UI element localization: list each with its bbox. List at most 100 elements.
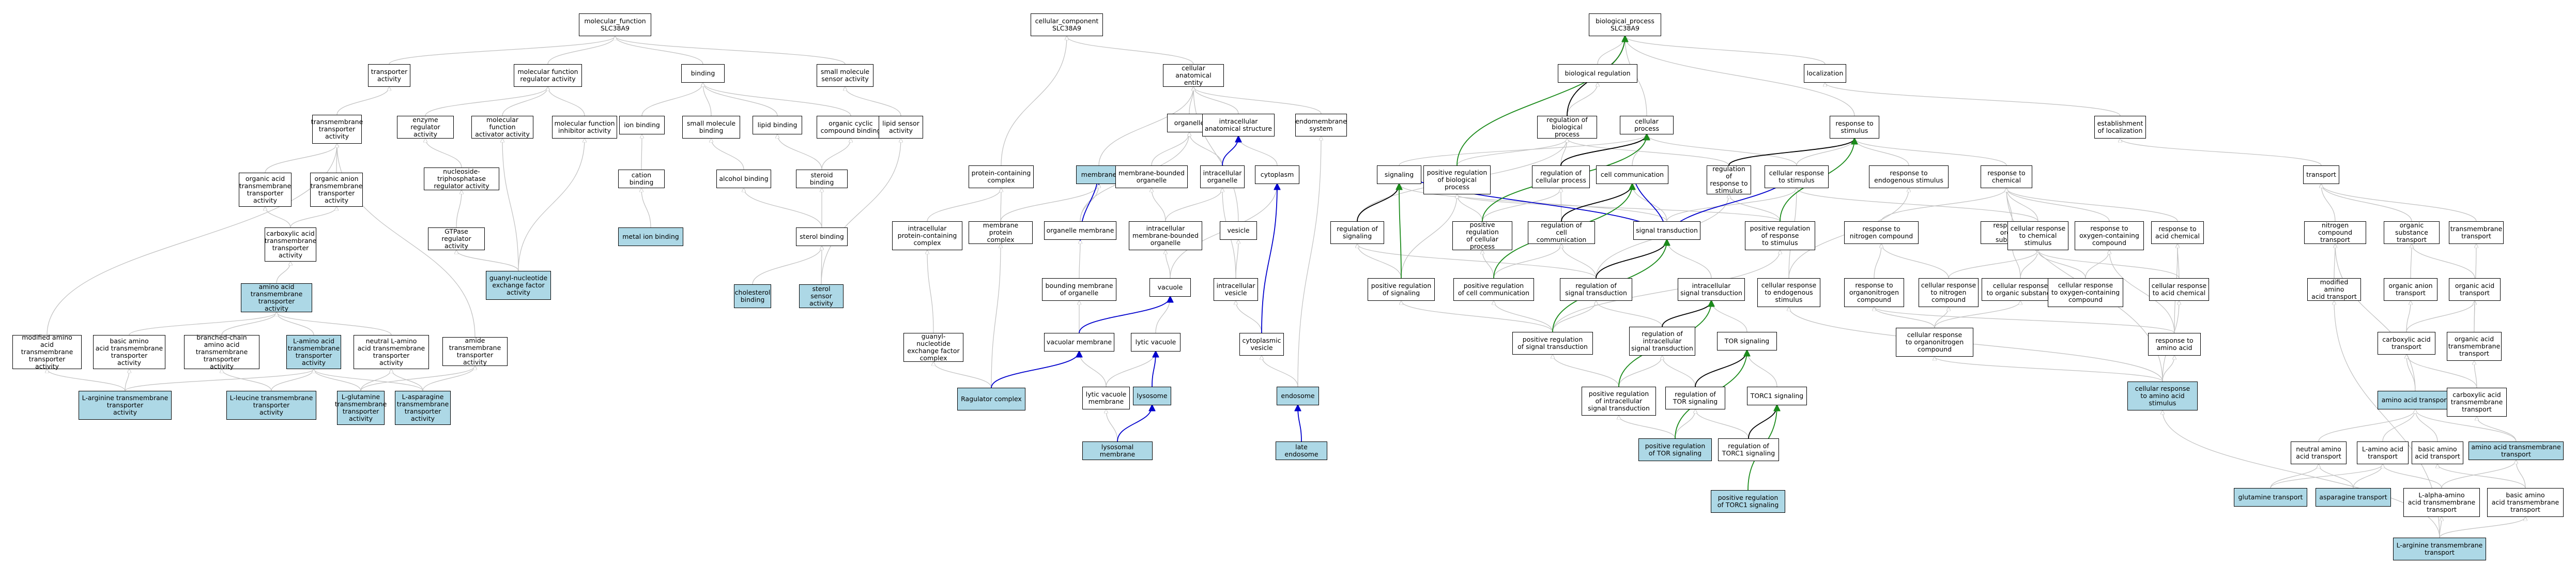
- relation-edge: [1825, 83, 2121, 116]
- go-term-node: intracellular vesicle: [1214, 278, 1258, 301]
- relation-edge: [1874, 307, 2175, 333]
- relation-edge: [1874, 307, 1935, 328]
- go-term-node: regulation of TORC1 signaling: [1718, 438, 1779, 461]
- relation-edge: [502, 87, 548, 116]
- relation-edge: [129, 312, 277, 336]
- relation-edge: [1625, 36, 1826, 65]
- relation-edge: [1079, 240, 1080, 279]
- go-term-node: metal ion binding: [618, 227, 683, 246]
- go-term-node: cation binding: [618, 170, 665, 188]
- relation-edge: [1189, 132, 1223, 166]
- go-term-node: sterol sensor activity: [799, 284, 844, 308]
- go-term-node: regulation of TOR signaling: [1665, 387, 1725, 409]
- relation-edge: [991, 352, 1079, 388]
- relation-edge: [615, 36, 703, 65]
- go-term-node: endomembrane system: [1295, 114, 1347, 136]
- go-term-node: cellular response to stimulus: [1765, 165, 1829, 188]
- relation-edge: [277, 312, 392, 336]
- go-term-node: intracellular membrane-bounded organelle: [1129, 221, 1202, 250]
- relation-edge: [1948, 250, 2038, 279]
- go-term-node: protein-containing complex: [969, 165, 1034, 188]
- relation-edge: [1729, 194, 1781, 222]
- go-term-node: organic acid transport: [2449, 278, 2501, 301]
- relation-edge: [1106, 409, 1118, 442]
- go-term-node: response to oxygen-containing compound: [2075, 221, 2144, 250]
- relation-edge: [933, 362, 992, 388]
- relation-edge: [927, 188, 1001, 222]
- relation-edge: [821, 246, 822, 285]
- relation-edge: [1552, 301, 1596, 332]
- relation-edge: [456, 250, 519, 271]
- go-term-node: L-leucine transmembrane transporter acti…: [226, 391, 316, 420]
- relation-edge: [1399, 134, 1647, 166]
- relation-edge: [1482, 188, 1561, 222]
- go-term-node: L-arginine transmembrane transport: [2393, 538, 2486, 560]
- go-term-node: asparagine transport: [2316, 488, 2391, 507]
- go-term-node: L-glutamine transmembrane transporter ac…: [335, 391, 387, 425]
- relation-edge: [547, 36, 615, 65]
- relation-edge: [360, 366, 475, 391]
- go-term-node: organic anion transport: [2384, 278, 2437, 301]
- relation-edge: [1789, 307, 2163, 382]
- go-term-node: cytoplasm: [1255, 165, 1299, 184]
- go-term-node: positive regulation of biological proces…: [1423, 165, 1491, 194]
- relation-edge: [2006, 188, 2178, 222]
- relation-edge: [422, 366, 475, 391]
- relation-edge: [703, 83, 851, 116]
- relation-edge: [2383, 464, 2442, 489]
- go-term-node: regulation of signal transduction: [1560, 278, 1632, 301]
- relation-edge: [1493, 244, 1561, 279]
- go-term-node: cellular response to amino acid stimulus: [2127, 382, 2198, 410]
- relation-edge: [1261, 184, 1277, 333]
- go-term-node: cellular response to oxygen-containing c…: [2048, 278, 2123, 307]
- relation-edge: [1596, 301, 1663, 327]
- go-term-node: membrane protein complex: [969, 221, 1033, 244]
- go-term-node: cellular_component SLC38A9: [1031, 13, 1103, 36]
- relation-edge: [2038, 250, 2180, 279]
- relation-edge: [1874, 244, 1881, 279]
- relation-edge: [1561, 184, 1632, 222]
- relation-edge: [1193, 87, 1239, 114]
- go-term-node: molecular function regulator activity: [514, 64, 582, 87]
- go-term-node: TOR signaling: [1717, 332, 1777, 350]
- relation-edge: [2406, 301, 2475, 332]
- go-term-node: regulation of biological process: [1537, 116, 1597, 139]
- go-term-node: organic cyclic compound binding: [817, 116, 885, 139]
- relation-edge: [1618, 356, 1662, 387]
- relation-edge: [744, 188, 822, 228]
- relation-edge: [1934, 301, 2020, 328]
- go-term-node: molecular function activator activity: [471, 116, 533, 139]
- go-term-node: small molecule binding: [682, 116, 740, 139]
- relation-edge: [1117, 405, 1152, 442]
- go-term-node: Ragulator complex: [957, 388, 1025, 410]
- go-term-node: neutral L-amino acid transmembrane trans…: [354, 335, 429, 369]
- go-term-node: molecular_function SLC38A9: [579, 13, 651, 36]
- relation-edge: [2270, 464, 2383, 489]
- go-term-node: lytic vacuole membrane: [1082, 387, 1130, 409]
- go-term-node: amino acid transmembrane transporter act…: [241, 283, 312, 312]
- go-term-node: modified amino acid transport: [2307, 278, 2361, 301]
- relation-edge: [1456, 36, 1625, 166]
- relation-edge: [2319, 464, 2354, 489]
- go-term-node: signaling: [1377, 165, 1421, 184]
- relation-edge: [641, 134, 642, 170]
- go-term-node: response to stimulus: [1830, 116, 1879, 139]
- relation-edge: [1728, 139, 1854, 166]
- go-term-node: molecular function inhibitor activity: [552, 116, 617, 139]
- relation-edge: [641, 83, 703, 116]
- relation-edge: [425, 87, 548, 116]
- relation-edge: [1567, 83, 1598, 116]
- go-term-node: biological_process SLC38A9: [1589, 13, 1661, 36]
- go-term-node: ion binding: [619, 116, 665, 134]
- go-term-node: regulation of response to stimulus: [1707, 165, 1751, 194]
- relation-edge: [2006, 188, 2038, 222]
- relation-edge: [1262, 356, 1298, 387]
- relation-edge: [1647, 134, 1797, 166]
- relation-edge: [389, 36, 615, 65]
- relation-edge: [2477, 417, 2517, 442]
- relation-edge: [1482, 250, 1494, 279]
- relation-edge: [1165, 188, 1222, 222]
- go-term-node: neutral amino acid transport: [2291, 441, 2347, 464]
- go-term-node: L-asparagine transmembrane transporter a…: [395, 391, 451, 425]
- relation-edge: [2120, 139, 2322, 166]
